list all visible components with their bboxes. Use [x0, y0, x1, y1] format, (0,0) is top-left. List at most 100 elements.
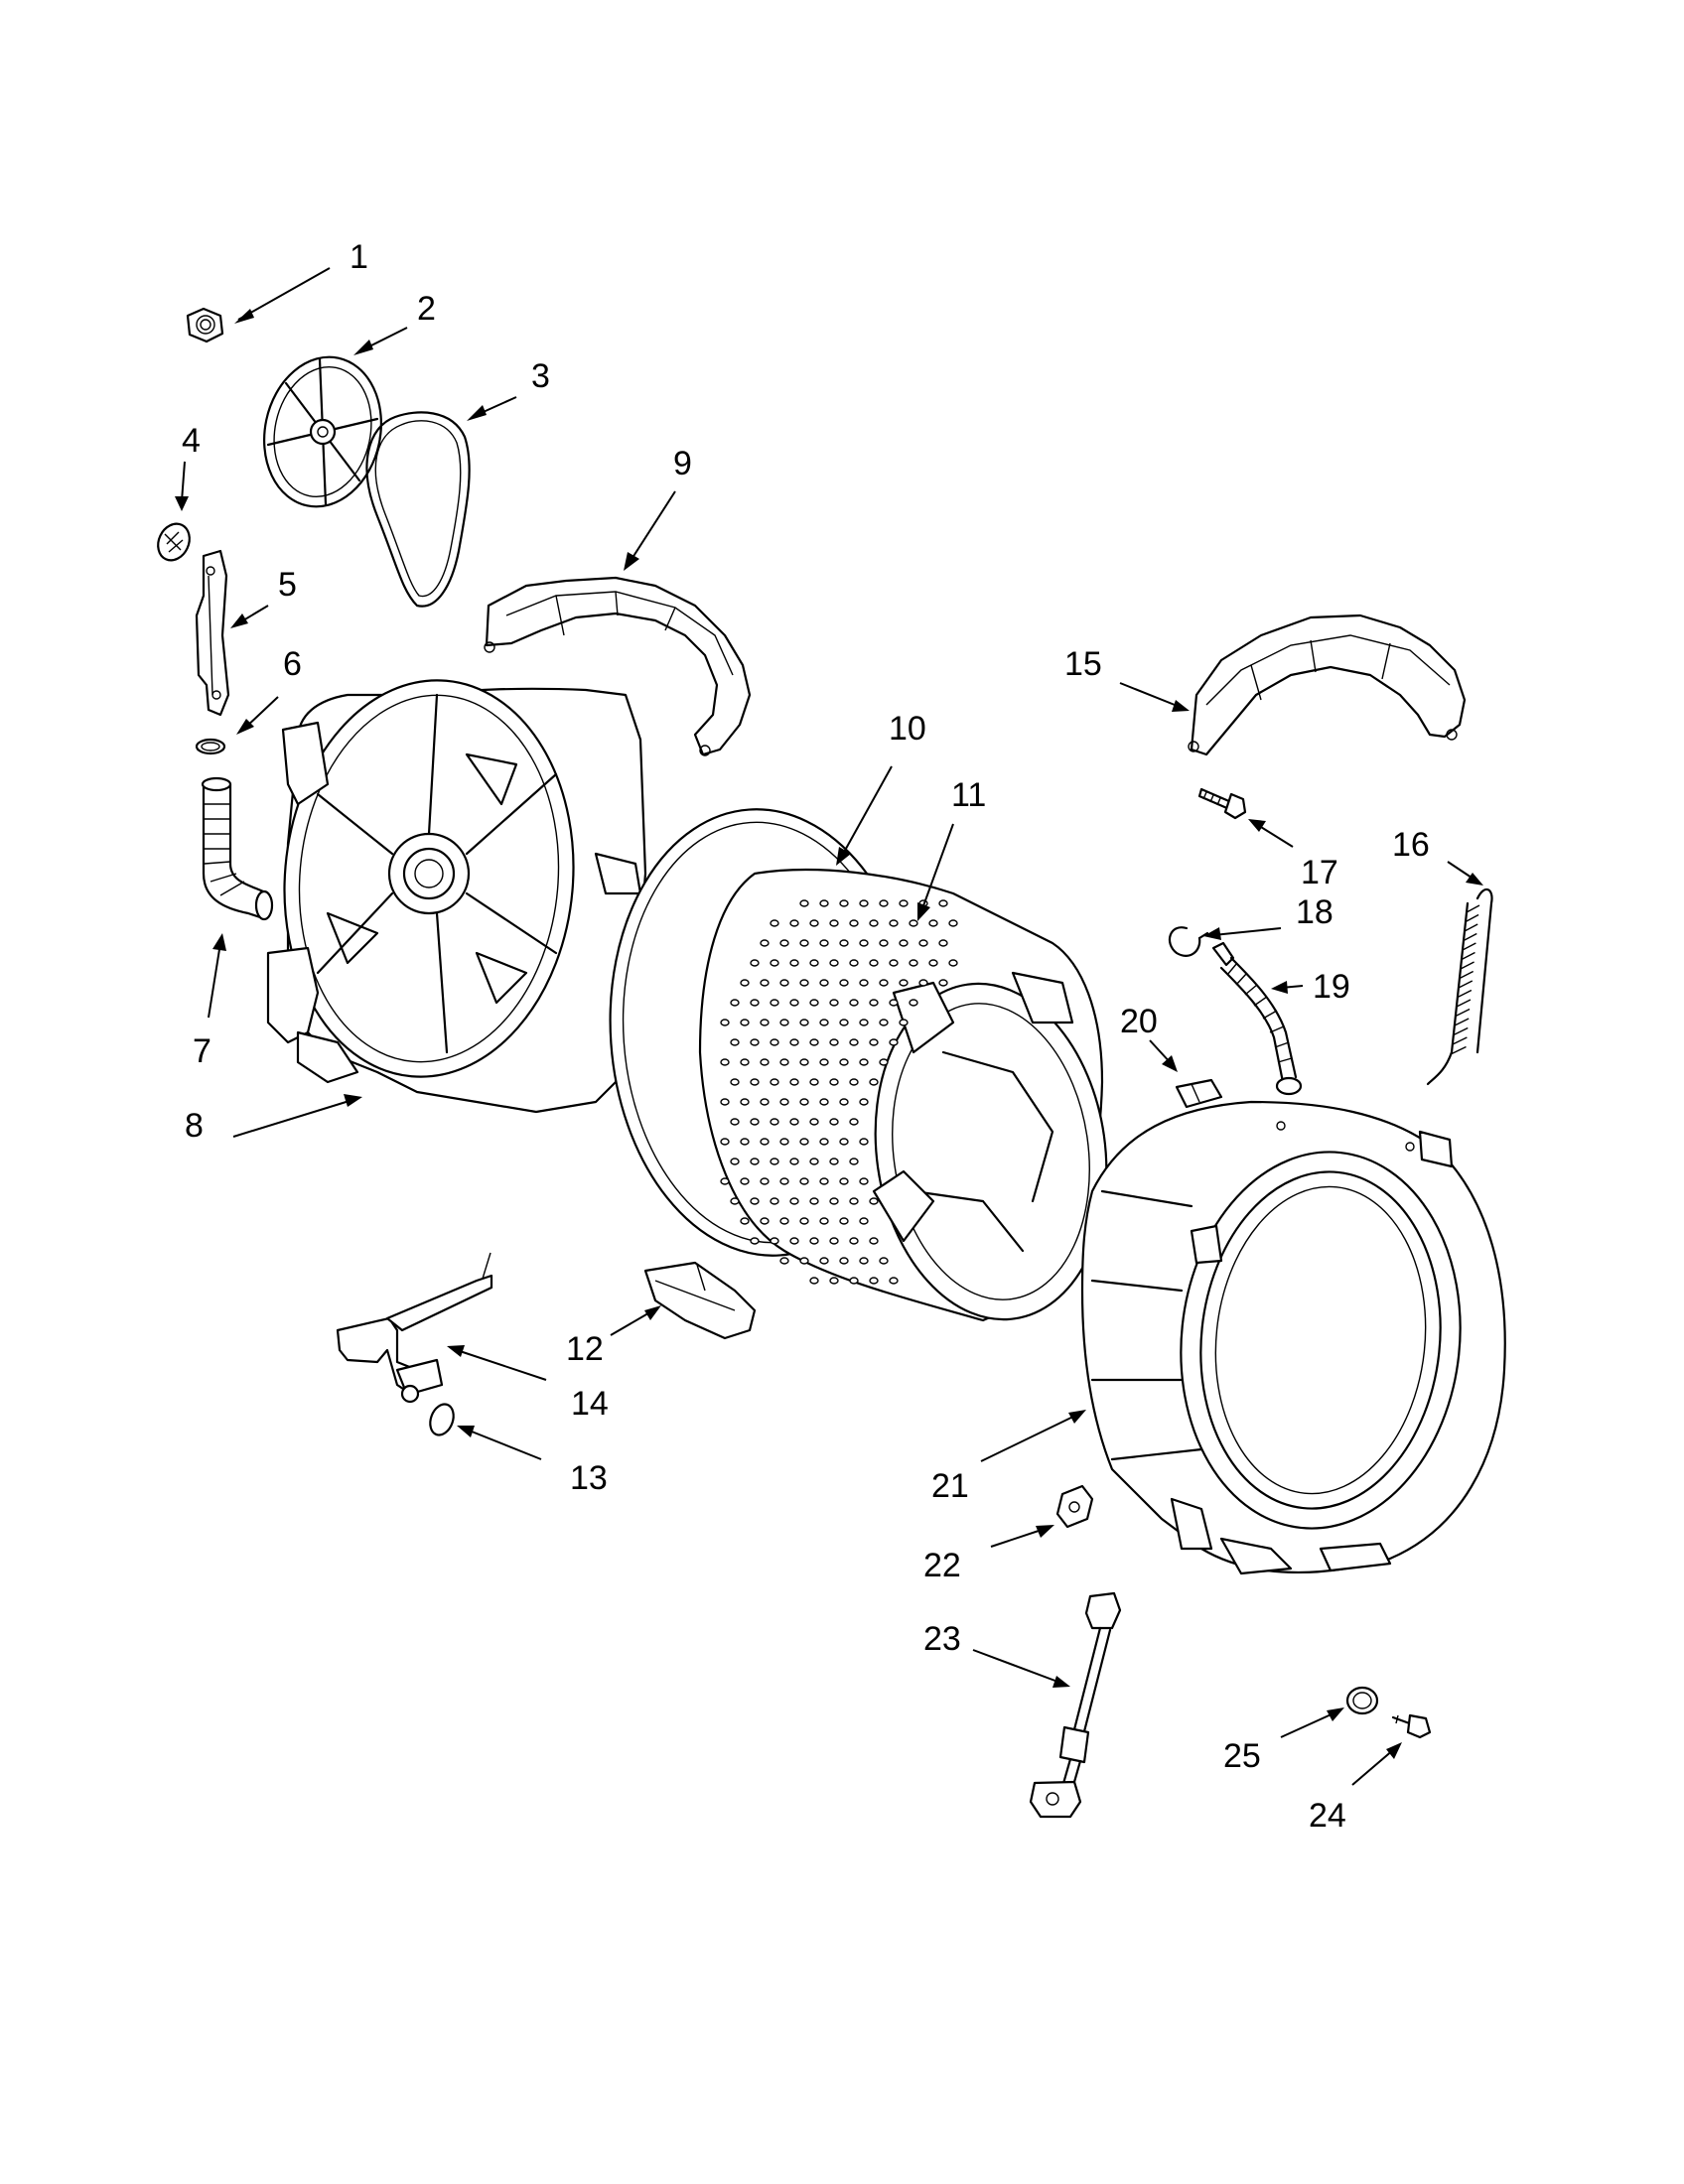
perforation-hole — [760, 1019, 770, 1026]
perforation-hole — [779, 1257, 789, 1265]
perforation-hole — [799, 939, 809, 947]
perforation-hole — [879, 979, 889, 987]
perforation-hole — [750, 1237, 760, 1245]
svg-text:4: 4 — [182, 422, 201, 460]
callout-14: 14 — [447, 1345, 609, 1423]
callout-1: 1 — [234, 238, 368, 324]
callout-7: 7 — [193, 933, 226, 1070]
callout-3: 3 — [467, 357, 550, 421]
perforation-hole — [779, 1098, 789, 1106]
perforation-hole — [760, 979, 770, 987]
part-15-front-weight — [1188, 614, 1467, 756]
perforation-hole — [750, 999, 760, 1007]
spring-coil — [1459, 970, 1474, 980]
perforation-hole — [829, 1277, 839, 1285]
svg-text:24: 24 — [1309, 1797, 1346, 1835]
perforation-hole — [918, 939, 928, 947]
perforation-hole — [829, 919, 839, 927]
perforation-hole — [809, 959, 819, 967]
perforation-hole — [760, 1138, 770, 1146]
perforation-hole — [899, 979, 909, 987]
callout-17: 17 — [1248, 819, 1338, 891]
perforation-hole — [859, 1019, 869, 1026]
perforation-hole — [859, 1217, 869, 1225]
spring-coil — [1456, 999, 1472, 1008]
perforation-hole — [809, 1118, 819, 1126]
perforation-hole — [750, 1197, 760, 1205]
perforation-hole — [869, 959, 879, 967]
svg-text:2: 2 — [417, 290, 436, 328]
perforation-hole — [819, 939, 829, 947]
callout-21: 21 — [931, 1410, 1086, 1505]
part-23-damper — [1029, 1591, 1122, 1819]
perforation-hole — [779, 1058, 789, 1066]
perforation-hole — [779, 939, 789, 947]
svg-text:14: 14 — [571, 1385, 609, 1423]
perforation-hole — [770, 1118, 779, 1126]
callout-15: 15 — [1064, 645, 1190, 712]
perforation-hole — [909, 919, 918, 927]
perforation-hole — [869, 1197, 879, 1205]
part-13-o-ring — [429, 1403, 455, 1436]
part-4-vent-cap — [157, 522, 191, 562]
part-25-grommet — [1345, 1686, 1379, 1715]
perforation-hole — [720, 1019, 730, 1026]
part-12-baffle — [643, 1261, 757, 1340]
perforation-hole — [740, 1217, 750, 1225]
spring-coil — [1458, 980, 1474, 989]
callout-25: 25 — [1223, 1707, 1344, 1775]
perforation-hole — [720, 1058, 730, 1066]
perforation-hole — [799, 1177, 809, 1185]
perforation-hole — [829, 999, 839, 1007]
svg-text:3: 3 — [531, 357, 550, 395]
perforation-hole — [740, 1138, 750, 1146]
spring-coil — [1455, 1008, 1471, 1018]
perforation-hole — [879, 1257, 889, 1265]
perforation-hole — [819, 1058, 829, 1066]
svg-text:10: 10 — [889, 710, 926, 748]
perforation-hole — [859, 1177, 869, 1185]
perforation-hole — [869, 999, 879, 1007]
perforation-hole — [720, 1098, 730, 1106]
part-21-front-tub — [1080, 1100, 1506, 1575]
svg-text:23: 23 — [923, 1620, 961, 1658]
callout-18: 18 — [1203, 893, 1333, 940]
part-11-basket — [698, 868, 1108, 1322]
perforation-hole — [730, 1197, 740, 1205]
perforation-hole — [809, 1158, 819, 1165]
perforation-hole — [899, 899, 909, 907]
perforation-hole — [809, 1038, 819, 1046]
svg-text:6: 6 — [283, 645, 302, 683]
perforation-hole — [839, 1257, 849, 1265]
part-17-screw — [1197, 787, 1247, 820]
perforation-hole — [889, 1277, 899, 1285]
basket-perforations — [720, 899, 958, 1285]
perforation-hole — [918, 979, 928, 987]
perforation-hole — [789, 1078, 799, 1086]
callout-9: 9 — [624, 445, 692, 571]
spring-coil — [1464, 923, 1478, 932]
perforation-hole — [730, 1078, 740, 1086]
perforation-hole — [720, 1138, 730, 1146]
perforation-hole — [849, 1078, 859, 1086]
perforation-hole — [899, 939, 909, 947]
part-24-pin — [1391, 1713, 1432, 1739]
part-2-pulley — [263, 355, 382, 508]
perforation-hole — [829, 1078, 839, 1086]
perforation-hole — [938, 979, 948, 987]
perforation-hole — [928, 959, 938, 967]
perforation-hole — [779, 979, 789, 987]
perforation-hole — [819, 1019, 829, 1026]
part-3-belt — [365, 411, 471, 608]
perforation-hole — [740, 1019, 750, 1026]
perforation-hole — [869, 919, 879, 927]
perforation-hole — [750, 1158, 760, 1165]
perforation-hole — [839, 899, 849, 907]
svg-text:18: 18 — [1296, 893, 1333, 931]
perforation-hole — [849, 1038, 859, 1046]
perforation-hole — [829, 1197, 839, 1205]
perforation-hole — [789, 1237, 799, 1245]
perforation-hole — [770, 1237, 779, 1245]
callout-12: 12 — [566, 1305, 661, 1368]
part-19-vent-hose — [1211, 941, 1303, 1096]
